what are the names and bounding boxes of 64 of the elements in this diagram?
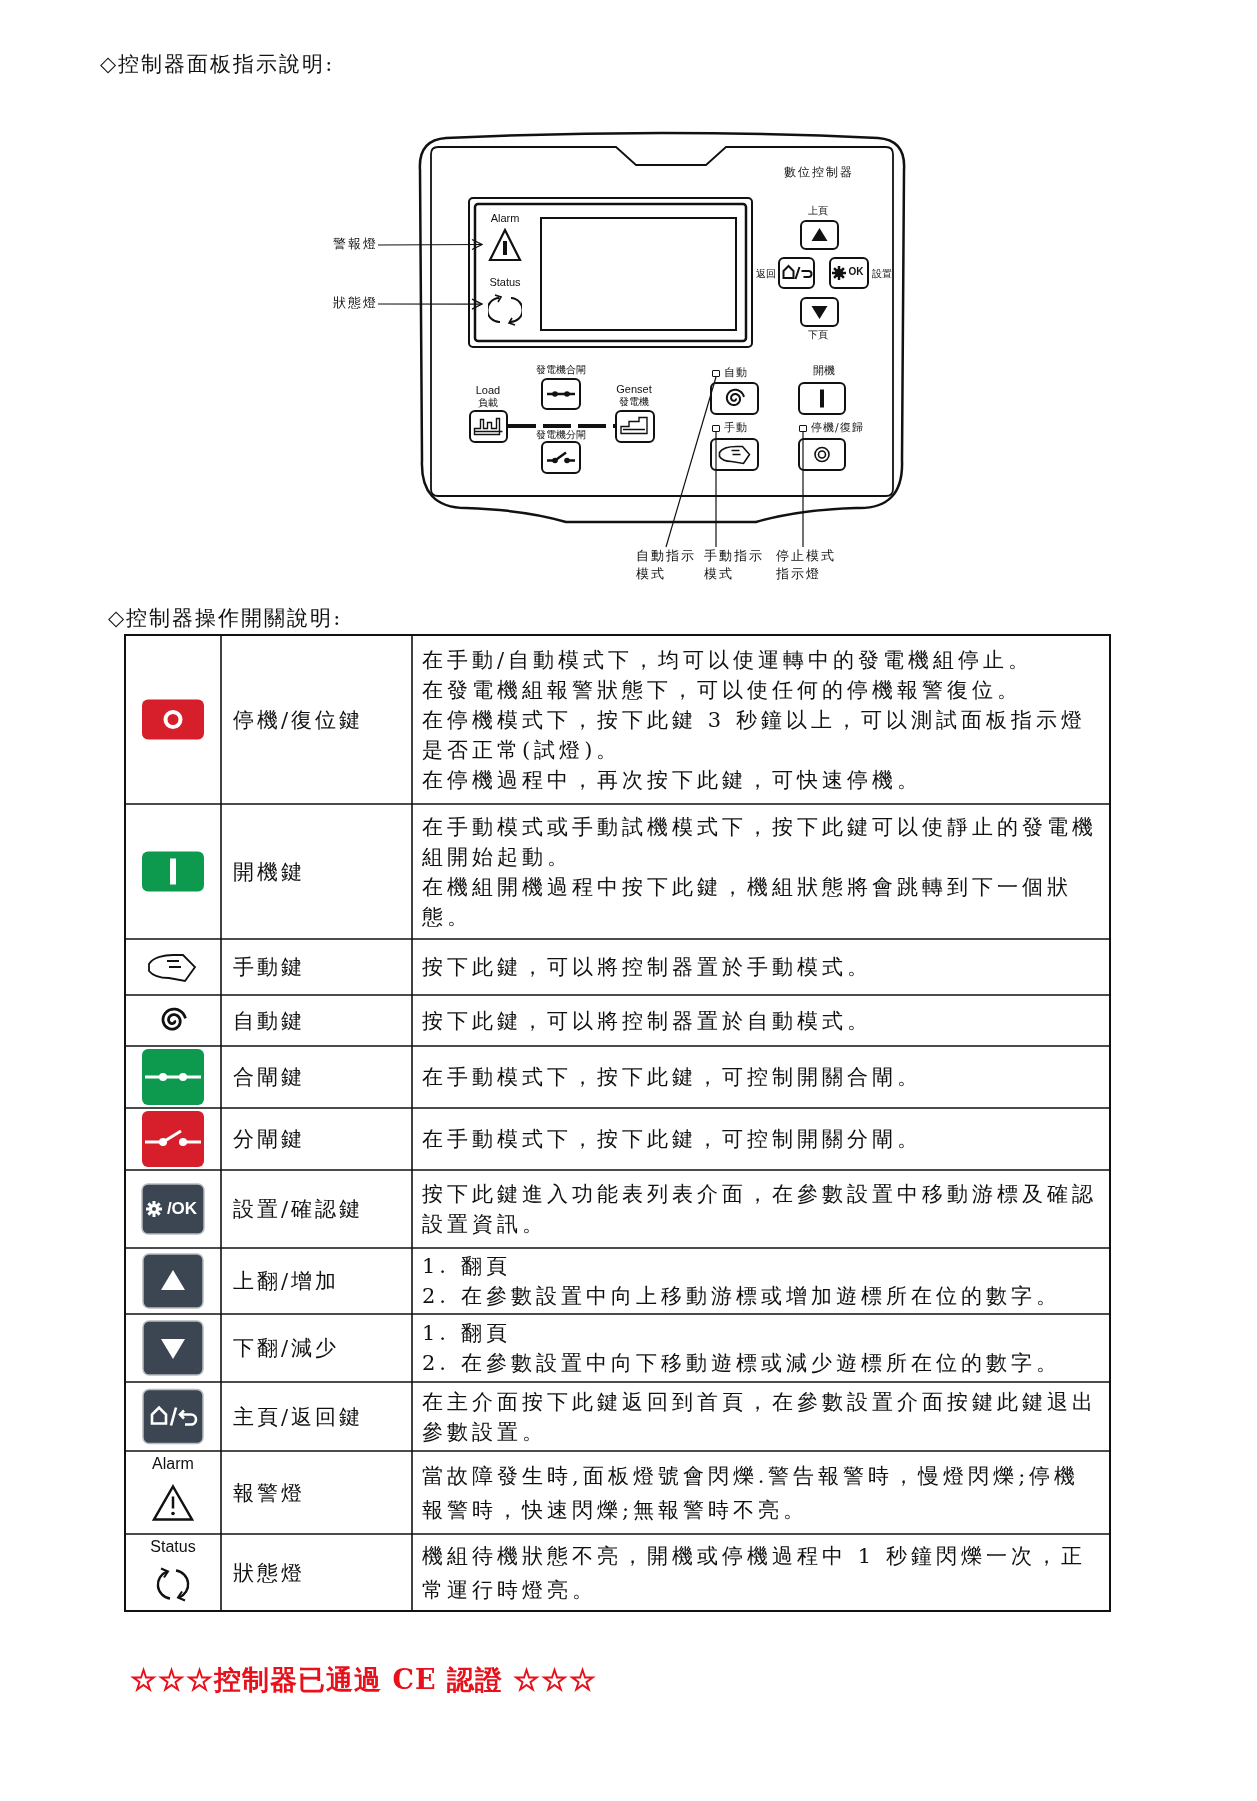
description-text: 在手動模式下，按下此鍵，可控制開關合閘。: [422, 1064, 923, 1091]
key-name: 上翻/增加: [233, 1268, 340, 1295]
description-text: 按下此鍵，可以將控制器置於手動模式。: [422, 954, 873, 981]
key-label: Genset: [615, 383, 653, 397]
key-legend: /OK: [162, 1198, 202, 1220]
certification-note: ☆☆☆控制器已通過 CE 認證 ☆☆☆: [130, 1663, 598, 1697]
callout-text: 停止模式指示燈: [776, 547, 836, 583]
description-text: 在手動模式下，按下此鍵，可控制開關分閘。: [422, 1126, 923, 1153]
key-name: 狀態燈: [233, 1559, 305, 1587]
indicator-label: 停機/復歸: [811, 420, 864, 435]
description-text: 在手動/自動模式下，均可以使運轉中的發電機組停止。: [422, 646, 1035, 674]
leader-line: [715, 431, 717, 548]
key-label: 負載: [477, 397, 499, 409]
callout-text: 自動指示模式: [636, 547, 696, 583]
callout-text: 狀態燈: [333, 294, 378, 314]
description-text: 在發電機組報警狀態下，可以使任何的停機報警復位。: [422, 676, 1023, 704]
key-name: 報警燈: [233, 1479, 305, 1507]
description-text: 在停機過程中，再次按下此鍵，可快速停機。: [422, 766, 923, 794]
key-label: 發電機分閘: [535, 429, 587, 441]
lamp-label: Alarm: [489, 212, 521, 224]
description-text: 當故障發生時,面板燈號會閃爍.警告報警時，慢燈閃爍;停機報警時，快速閃爍;無報警時不亮。: [422, 1462, 1081, 1524]
description-text: 機組待機狀態不亮，開機或停機過程中 1 秒鐘閃爍一次，正常運行時燈亮。: [422, 1542, 1087, 1604]
key-label: 開機: [812, 364, 836, 378]
description-text: 在機組開機過程中按下此鍵，機組狀態將會跳轉到下一個狀態。: [422, 873, 1073, 931]
key-name: 合閘鍵: [233, 1064, 305, 1091]
callout-text: 警報燈: [333, 235, 378, 255]
key-label: 上頁: [807, 205, 829, 217]
callout-text: 手動指示模式: [704, 547, 764, 583]
leader-line: [802, 431, 804, 548]
key-label: 下頁: [807, 329, 829, 341]
icon-caption: Alarm: [151, 1455, 195, 1473]
leader-line: [665, 376, 717, 548]
key-name: 設置/確認鍵: [233, 1196, 364, 1223]
section-heading: ◇控制器操作開關說明:: [108, 606, 344, 632]
key-name: 主頁/返回鍵: [233, 1403, 364, 1431]
description-text: 2. 在參數設置中向上移動游標或增加遊標所在位的數字。: [422, 1283, 1062, 1310]
key-label: 設置: [871, 268, 893, 280]
key-label: 發電機合閘: [535, 364, 587, 376]
description-text: 按下此鍵，可以將控制器置於自動模式。: [422, 1007, 873, 1035]
key-name: 停機/復位鍵: [233, 706, 364, 734]
description-text: 1. 翻頁: [422, 1253, 512, 1280]
key-label: Load: [474, 384, 502, 398]
description-text: 在主介面按下此鍵返回到首頁，在參數設置介面按鍵此鍵退出參數設置。: [422, 1388, 1098, 1446]
page-title: ◇控制器面板指示說明:: [100, 51, 335, 78]
key-name: 下翻/減少: [233, 1335, 340, 1362]
description-text: 2. 在參數設置中向下移動遊標或減少遊標所在位的數字。: [422, 1350, 1062, 1377]
description-text: 在停機模式下，按下此鍵 3 秒鐘以上，可以測試面板指示燈是否正常(試燈)。: [422, 706, 1087, 764]
key-name: 開機鍵: [233, 858, 305, 886]
description-text: 按下此鍵進入功能表列表介面，在參數設置中移動游標及確認設置資訊。: [422, 1181, 1098, 1238]
key-name: 分閘鍵: [233, 1126, 305, 1153]
arrow: [377, 238, 483, 251]
arrow: [377, 298, 483, 310]
key-label: 返回: [755, 268, 776, 280]
indicator-label: 手動: [724, 420, 748, 435]
key-name: 手動鍵: [233, 954, 305, 981]
lamp-label: Status: [488, 276, 522, 288]
key-name: 自動鍵: [233, 1007, 305, 1035]
description-text: 在手動模式或手動試機模式下，按下此鍵可以使靜止的發電機組開始起動。: [422, 813, 1098, 871]
icon-caption: Status: [149, 1538, 197, 1556]
indicator-label: 自動: [724, 365, 748, 380]
key-label: OK: [847, 266, 865, 278]
key-label: 發電機: [618, 396, 650, 408]
panel-title: 數位控制器: [784, 164, 854, 181]
description-text: 1. 翻頁: [422, 1320, 512, 1347]
